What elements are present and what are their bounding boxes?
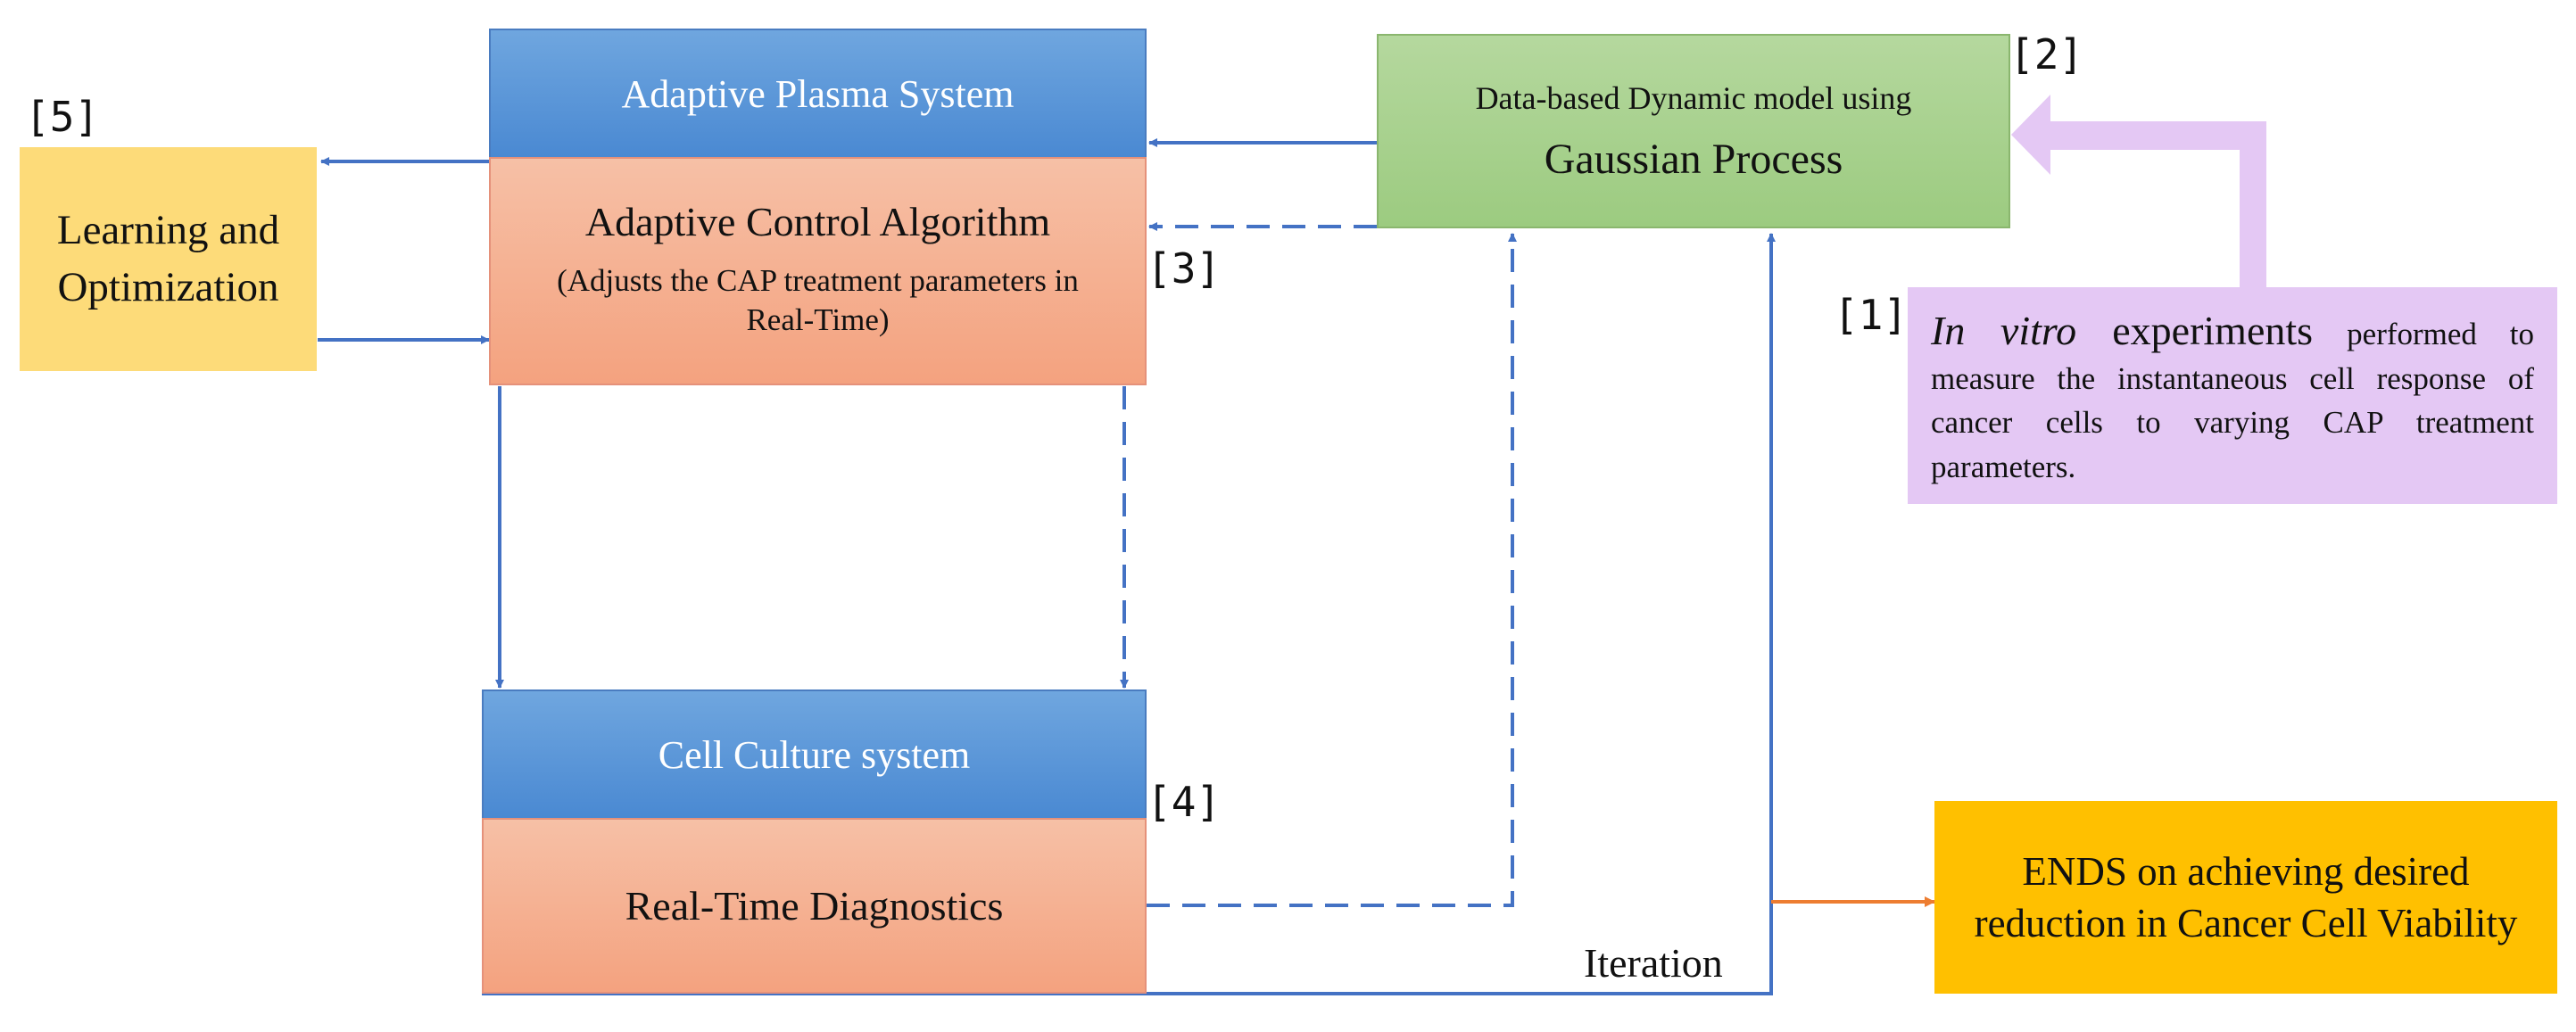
learning-optimization-label: Learning and Optimization	[56, 207, 280, 310]
adaptive-control-algorithm-box: Adaptive Control Algorithm (Adjusts the …	[489, 157, 1147, 385]
model-line-1: Data-based Dynamic model using	[1475, 79, 1912, 116]
step-marker-3: [3]	[1147, 244, 1222, 293]
arrow-experiments-to-model	[2050, 132, 2265, 285]
model-line-2: Gaussian Process	[1544, 135, 1843, 183]
adaptive-plasma-system-box: Adaptive Plasma System	[489, 29, 1147, 159]
step-marker-5: [5]	[25, 93, 100, 141]
adaptive-control-algorithm-subtitle: (Adjusts the CAP treatment parameters in…	[557, 263, 1079, 337]
step-marker-2: [2]	[2009, 30, 2084, 78]
step-marker-4: [4]	[1147, 778, 1222, 826]
cell-culture-system-title: Cell Culture system	[658, 732, 971, 777]
arrow-diagnostics-to-model	[1147, 233, 1517, 907]
cell-culture-system-box: Cell Culture system	[482, 689, 1147, 820]
experiments-description: performed to measure the instantaneous c…	[1931, 317, 2535, 485]
arrow-iteration-loop	[482, 233, 1776, 995]
adaptive-control-algorithm-title: Adaptive Control Algorithm	[584, 199, 1051, 244]
arrow-experiments-head	[2011, 95, 2050, 175]
ends-condition-label: ENDS on achieving desired reduction in C…	[1974, 848, 2518, 946]
learning-optimization-box: Learning and Optimization	[20, 147, 317, 371]
real-time-diagnostics-box: Real-Time Diagnostics	[482, 818, 1147, 994]
gaussian-process-model-box: Data-based Dynamic model using Gaussian …	[1377, 34, 2010, 228]
arrow-experiments-shaft-v	[2240, 121, 2266, 287]
arrow-experiments-shaft-h	[2050, 121, 2266, 148]
real-time-diagnostics-label: Real-Time Diagnostics	[625, 883, 1004, 929]
adaptive-plasma-system-title: Adaptive Plasma System	[621, 71, 1015, 116]
ends-condition-box: ENDS on achieving desired reduction in C…	[1934, 801, 2557, 994]
in-vitro-italic: In vitro	[1931, 308, 2077, 353]
iteration-label: Iteration	[1584, 940, 1723, 986]
in-vitro-experiments-box: In vitro experiments performed to measur…	[1908, 287, 2557, 504]
experiments-bold: experiments	[2112, 308, 2314, 353]
step-marker-1: [1]	[1834, 291, 1909, 339]
